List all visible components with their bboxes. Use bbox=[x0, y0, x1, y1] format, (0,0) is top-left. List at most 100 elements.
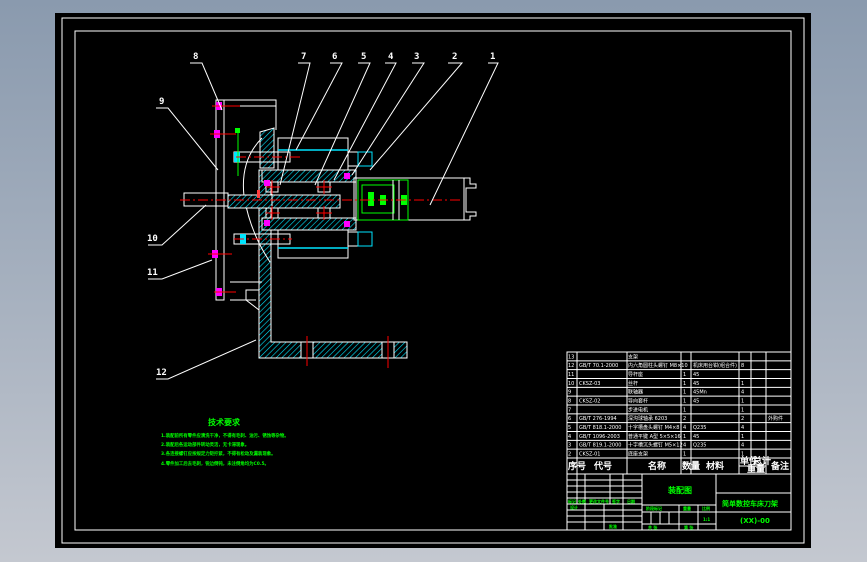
bearing bbox=[265, 180, 332, 220]
label-stage: 阶段标记 bbox=[646, 505, 662, 511]
header-remark: 备注 bbox=[770, 460, 789, 472]
cell-w1: 1 bbox=[741, 399, 744, 405]
guide-bushing-upper bbox=[277, 137, 349, 171]
cell-qty: 2 bbox=[683, 416, 686, 422]
parts-row: 6 GB/T 276-1994 深沟球轴承 6203 2 2 外购件 bbox=[567, 415, 791, 424]
shaft-10 bbox=[227, 194, 341, 209]
cell-seq: 2 bbox=[568, 452, 571, 458]
header-unit-weight: 单件 bbox=[740, 455, 758, 467]
balloon-9: 9 bbox=[159, 97, 164, 107]
flange-hub bbox=[259, 127, 275, 169]
cell-name: 十字槽沉头螺钉 M5×12 bbox=[628, 442, 683, 449]
balloon-12: 12 bbox=[156, 368, 167, 378]
revision-grid bbox=[567, 474, 642, 530]
cell-code: CKSZ-02 bbox=[579, 399, 600, 405]
cell-seq: 10 bbox=[568, 381, 574, 387]
cell-name: 导向套杆 bbox=[628, 398, 648, 405]
balloon-2: 2 bbox=[452, 52, 457, 62]
tech-req-title: 技术要求 bbox=[208, 417, 241, 427]
cell-seq: 12 bbox=[568, 363, 574, 369]
cell-name: 普通平键 A型 5×5×16 bbox=[628, 433, 681, 440]
balloon-4: 4 bbox=[388, 52, 394, 62]
cell-material: 45Mn bbox=[693, 390, 707, 396]
header-weight: 重量 bbox=[747, 463, 765, 475]
cell-code: CKSZ-01 bbox=[579, 452, 600, 458]
drawing-title: 简单数控车床刀架 bbox=[722, 499, 778, 508]
balloon-3: 3 bbox=[414, 52, 419, 62]
cell-qty: 1 bbox=[683, 390, 686, 396]
cell-qty: 1 bbox=[683, 372, 686, 378]
cell-w1: 4 bbox=[741, 390, 744, 396]
cell-seq: 4 bbox=[568, 434, 571, 440]
bushing-thread bbox=[357, 231, 373, 247]
cell-code: CKSZ-03 bbox=[579, 381, 600, 387]
cell-w1: 4 bbox=[741, 425, 744, 431]
balloon-8: 8 bbox=[193, 52, 198, 62]
label-mark: 标记 bbox=[567, 498, 576, 504]
cell-remark: 外购件 bbox=[768, 415, 783, 422]
drawing-number: (XX)-00 bbox=[740, 517, 770, 525]
balloon-5: 5 bbox=[361, 52, 366, 62]
cell-qty: 4 bbox=[683, 443, 686, 449]
motor-endcap bbox=[464, 177, 477, 221]
cell-qty: 4 bbox=[683, 425, 686, 431]
label-sheet-num: 第 张 bbox=[684, 524, 694, 530]
cell-seq: 13 bbox=[568, 354, 574, 360]
company-name: 装配图 bbox=[667, 485, 692, 495]
tech-req-item: 4.零件加工后去毛刺，锐边倒钝，未注倒角均为C0.5。 bbox=[161, 460, 269, 467]
motor-coupling bbox=[357, 179, 409, 221]
scale-value: 1:1 bbox=[703, 517, 710, 522]
housing-lower bbox=[261, 217, 357, 231]
header-material: 材料 bbox=[705, 460, 724, 472]
label-date: 日期 bbox=[627, 498, 635, 504]
housing-upper bbox=[261, 169, 357, 183]
cell-material: 45 bbox=[693, 399, 699, 405]
cell-material: 45 bbox=[693, 372, 699, 378]
header-total-weight: 总计 bbox=[753, 455, 771, 467]
label-approve: 批准 bbox=[609, 523, 617, 529]
cell-seq: 7 bbox=[568, 407, 571, 413]
bushing-end bbox=[347, 231, 373, 247]
cell-w1: 1 bbox=[741, 452, 744, 458]
cell-w1: 2 bbox=[741, 416, 744, 422]
coupling-inner bbox=[361, 184, 395, 214]
bushing-end bbox=[347, 151, 373, 167]
cell-name: 十字槽盘头螺钉 M4×8 bbox=[628, 424, 679, 431]
cell-material: 机床用台钳(组合件) bbox=[693, 362, 737, 369]
cell-seq: 6 bbox=[568, 416, 571, 422]
cell-qty: 1 bbox=[683, 381, 686, 387]
balloon-10: 10 bbox=[147, 234, 158, 244]
cell-seq: 11 bbox=[568, 372, 574, 378]
label-sign: 签字 bbox=[611, 498, 620, 504]
cell-name: 深沟球轴承 6203 bbox=[628, 415, 667, 422]
label-scale: 比例 bbox=[702, 505, 710, 511]
header-qty: 数量 bbox=[682, 460, 700, 472]
cell-code: GB/T 276-1994 bbox=[579, 416, 617, 422]
cell-material: Q235 bbox=[693, 443, 706, 449]
stepper-motor bbox=[353, 177, 465, 221]
cell-w1: 1 bbox=[741, 434, 744, 440]
tech-req-item: 2.装配后各运动部件转动灵活，无卡滞现象。 bbox=[161, 441, 249, 448]
parts-list bbox=[566, 351, 792, 474]
cell-seq: 5 bbox=[568, 425, 571, 431]
cell-name: 内六角圆柱头螺钉 M8×10 bbox=[628, 362, 688, 369]
cell-code: GB/T 819.1-2000 bbox=[579, 443, 621, 449]
balloon-11: 11 bbox=[147, 268, 158, 278]
cell-qty: 1 bbox=[683, 399, 686, 405]
cell-name: 联轴器 bbox=[628, 389, 643, 396]
title-block: 标记 处数 更改文件号 签字 日期 设计 批准 阶段标记 重量 比例 1:1 共… bbox=[566, 473, 792, 531]
balloon-1: 1 bbox=[490, 52, 495, 62]
tech-requirements: 技术要求 1.装配前所有零件应清洗干净，不得有毛刺、油污、锈蚀等杂物。 2.装配… bbox=[161, 417, 289, 467]
cell-code: GB/T 818.1-2000 bbox=[579, 425, 621, 431]
label-change-doc: 更改文件号 bbox=[589, 498, 609, 504]
